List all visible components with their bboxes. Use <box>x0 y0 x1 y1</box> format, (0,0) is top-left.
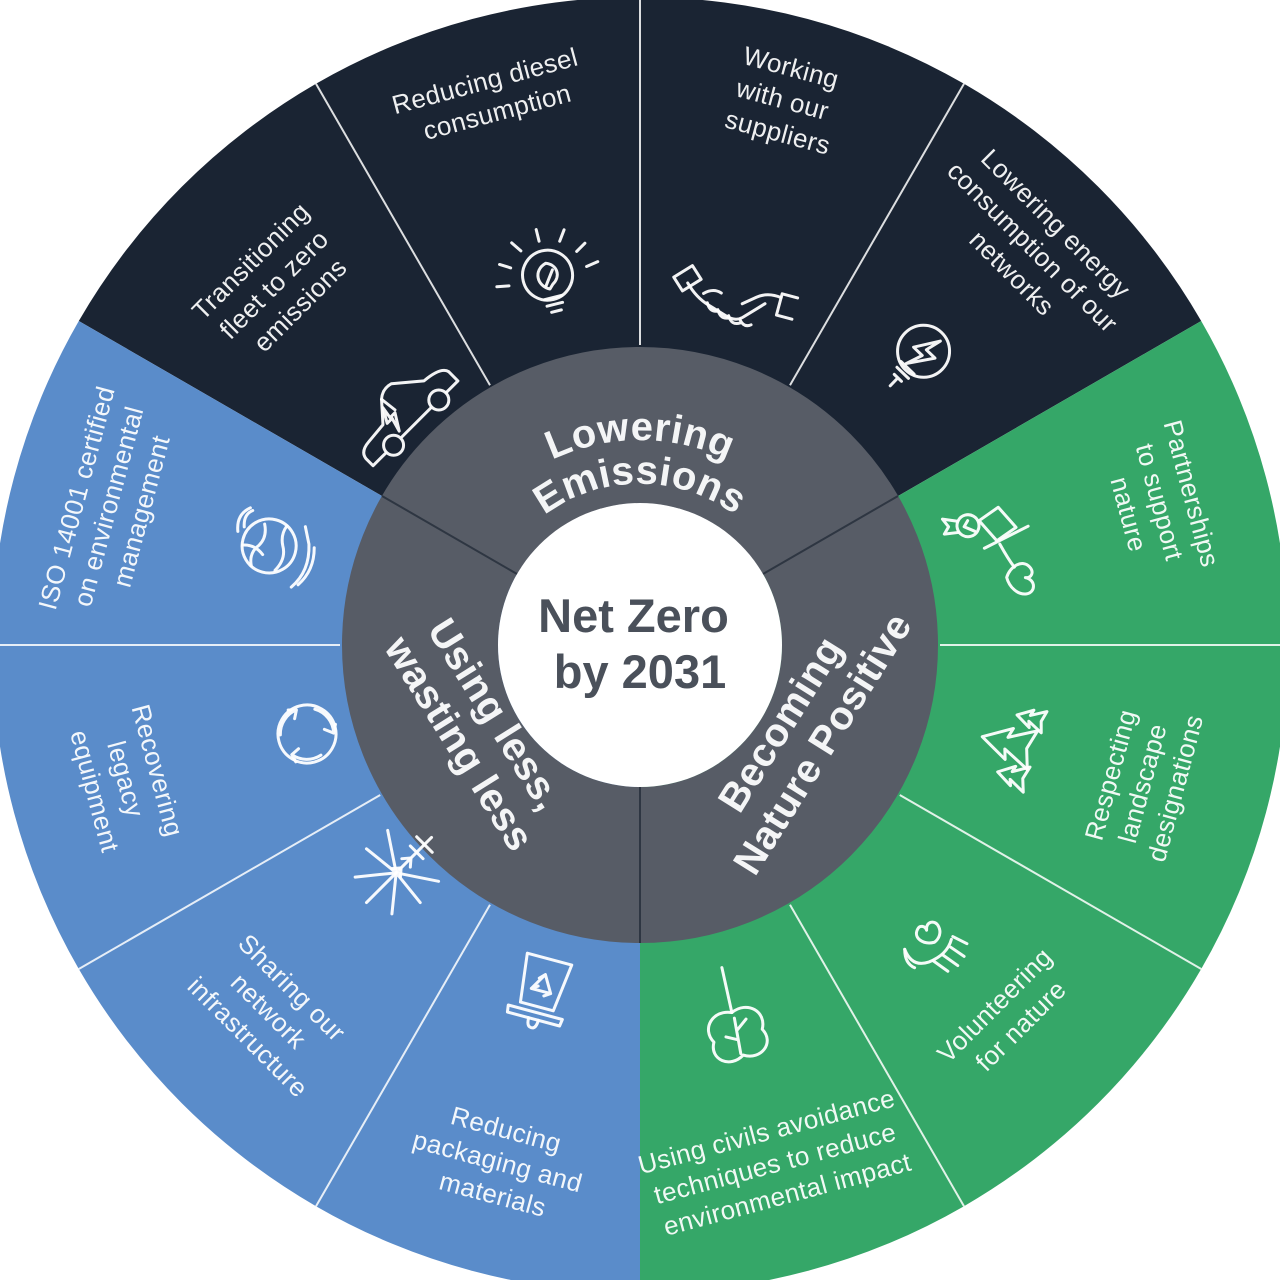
recycle-globe-icon <box>276 703 338 765</box>
recycle-bin-icon <box>505 951 574 1030</box>
center-circle <box>498 503 782 787</box>
label-partnerships-nature: Partnerships to support nature <box>1094 417 1228 595</box>
svg-text:Respecting landscape: Respecting landscape designations <box>1077 694 1209 865</box>
label-respecting-landscape: Respecting landscape designations <box>1077 694 1210 865</box>
eco-bulb-icon <box>495 228 600 314</box>
center-title: Net Zero by 2031 <box>538 589 742 698</box>
nature-partnership-icon <box>940 505 1035 596</box>
network-mast-icon <box>353 828 441 916</box>
hand-heart-icon <box>903 920 969 973</box>
trees-icon <box>980 708 1049 794</box>
segment-dividers <box>0 0 1280 1206</box>
electric-car-icon <box>362 368 460 468</box>
globe-hands-icon <box>236 506 316 589</box>
energy-bulb-icon <box>888 323 952 388</box>
inner-ring-dividers <box>381 495 899 943</box>
svg-text:Partnerships to support: Partnerships to support nature <box>1094 417 1228 595</box>
label-recovering-legacy: Recovering legacy equipment <box>62 701 192 864</box>
handshake-icon <box>672 264 800 328</box>
leaf-icon <box>707 966 769 1064</box>
svg-text:Recovering legacy: Recovering legacy equipment <box>62 701 192 864</box>
